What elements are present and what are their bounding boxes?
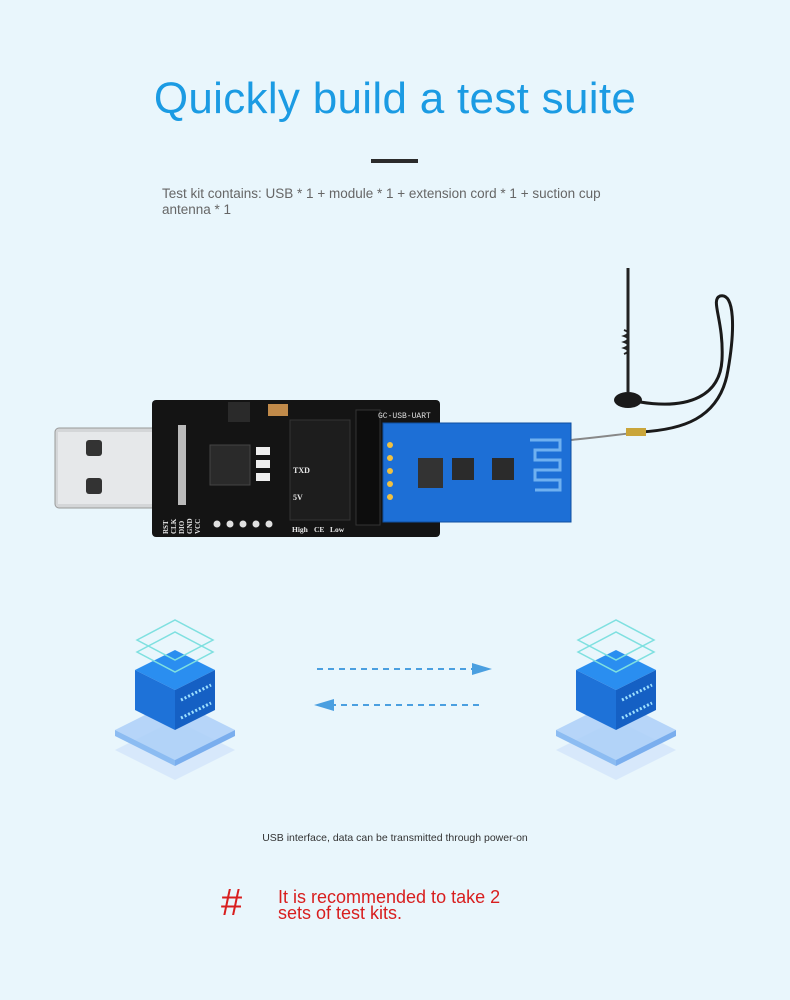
arrow-left-icon bbox=[314, 699, 482, 711]
pin-label-dio: DIO bbox=[178, 520, 186, 534]
pin-label-clk: CLK bbox=[170, 518, 178, 534]
pin-label-rst: RST bbox=[162, 520, 170, 534]
hash-icon: # bbox=[221, 882, 243, 924]
title-divider bbox=[371, 159, 418, 163]
page-title: Quickly build a test suite bbox=[153, 74, 637, 123]
kit-contents-text: Test kit contains: USB * 1 + module * 1 … bbox=[162, 186, 601, 217]
jumper-label-high: High bbox=[292, 525, 309, 534]
jumper-label-txd: TXD bbox=[293, 466, 310, 475]
pin-label-vcc: VCC bbox=[194, 519, 202, 534]
server-icon-left bbox=[113, 618, 237, 782]
product-photo: GC-USB-UART RST CLK DIO GND VCC TXD 5V H… bbox=[54, 268, 735, 537]
pin-label-gnd: GND bbox=[186, 518, 194, 534]
jumper-label-low: Low bbox=[330, 525, 345, 534]
antenna-image bbox=[570, 268, 735, 441]
caption-text: USB interface, data can be transmitted t… bbox=[262, 832, 528, 844]
jumper-label-ce: CE bbox=[314, 525, 324, 534]
arrow-right-icon bbox=[317, 663, 492, 675]
data-transfer-diagram bbox=[113, 618, 678, 782]
recommendation-note: It is recommended to take 2 sets of test… bbox=[278, 887, 501, 923]
board-label: GC-USB-UART bbox=[378, 412, 431, 421]
server-icon-right bbox=[554, 618, 678, 782]
usb-uart-board-image: GC-USB-UART RST CLK DIO GND VCC TXD 5V H… bbox=[152, 400, 440, 537]
jumper-label-5v: 5V bbox=[293, 493, 303, 502]
wireless-module-image bbox=[382, 422, 572, 523]
